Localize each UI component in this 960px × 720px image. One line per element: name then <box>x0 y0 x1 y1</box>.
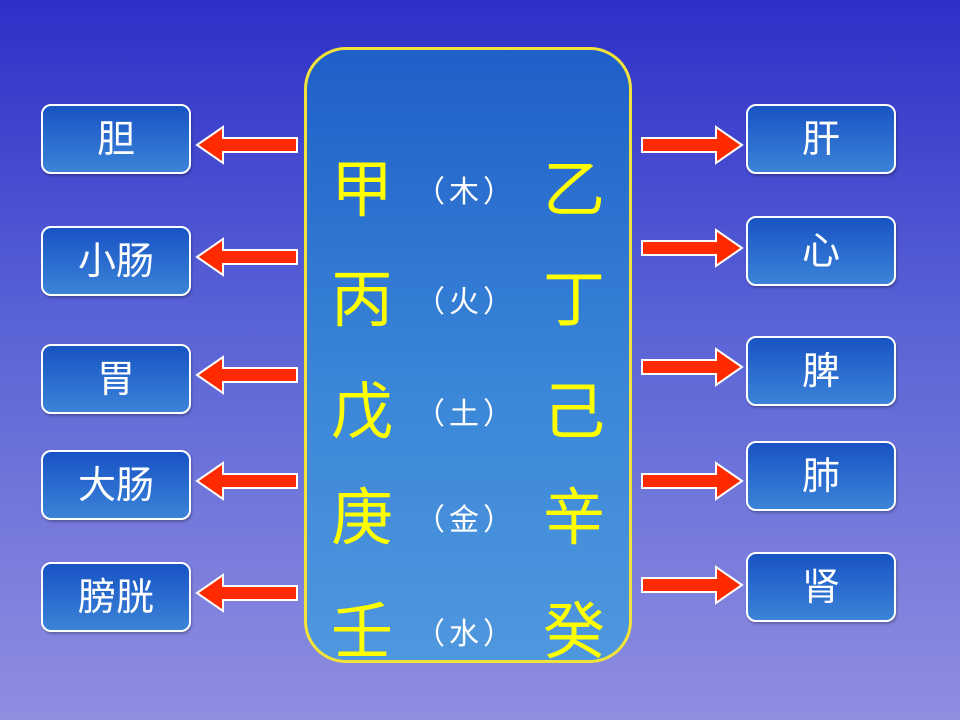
stem-row-wood: 甲 （木） 乙 <box>307 150 629 230</box>
right-arrow-icon <box>641 125 744 165</box>
left-arrow-icon <box>195 355 298 395</box>
yang-stem: 壬 <box>331 595 394 668</box>
yin-stem: 丁 <box>543 263 606 336</box>
heavenly-stems-panel: 甲 （木） 乙 丙 （火） 丁 戊 （土） 己 庚 （金） 辛 壬 （水） 癸 <box>304 47 632 668</box>
right-arrow-icon <box>641 347 744 387</box>
stem-row-water: 壬 （水） 癸 <box>307 592 629 672</box>
element-label: （水） <box>415 617 517 652</box>
yang-stem: 甲 <box>331 153 394 226</box>
right-arrow-icon <box>641 461 744 501</box>
zang-organ-box: 肺 <box>746 441 896 511</box>
stem-row-fire: 丙 （火） 丁 <box>307 260 629 340</box>
left-arrow-icon <box>195 237 298 277</box>
element-label: （火） <box>415 285 517 320</box>
left-arrow-icon <box>195 125 298 165</box>
yin-stem: 乙 <box>543 153 606 226</box>
zang-organ-box: 肾 <box>746 552 896 622</box>
stem-row-earth: 戊 （土） 己 <box>307 372 629 452</box>
element-label: （木） <box>415 175 517 210</box>
fu-organ-box: 小肠 <box>41 226 191 296</box>
fu-organ-box: 胃 <box>41 344 191 414</box>
left-arrow-icon <box>195 461 298 501</box>
yang-stem: 丙 <box>331 263 394 336</box>
zang-organ-box: 心 <box>746 216 896 286</box>
element-label: （金） <box>415 503 517 538</box>
zang-organ-box: 脾 <box>746 336 896 406</box>
yin-stem: 辛 <box>543 481 606 554</box>
fu-organ-box: 胆 <box>41 104 191 174</box>
yang-stem: 戊 <box>331 375 394 448</box>
yin-stem: 癸 <box>543 595 606 668</box>
right-arrow-icon <box>641 565 744 605</box>
fu-organ-box: 大肠 <box>41 450 191 520</box>
element-label: （土） <box>415 397 517 432</box>
left-arrow-icon <box>195 573 298 613</box>
right-arrow-icon <box>641 228 744 268</box>
stem-row-metal: 庚 （金） 辛 <box>307 478 629 558</box>
yin-stem: 己 <box>543 375 606 448</box>
fu-organ-box: 膀胱 <box>41 562 191 632</box>
yang-stem: 庚 <box>331 481 394 554</box>
zang-organ-box: 肝 <box>746 104 896 174</box>
